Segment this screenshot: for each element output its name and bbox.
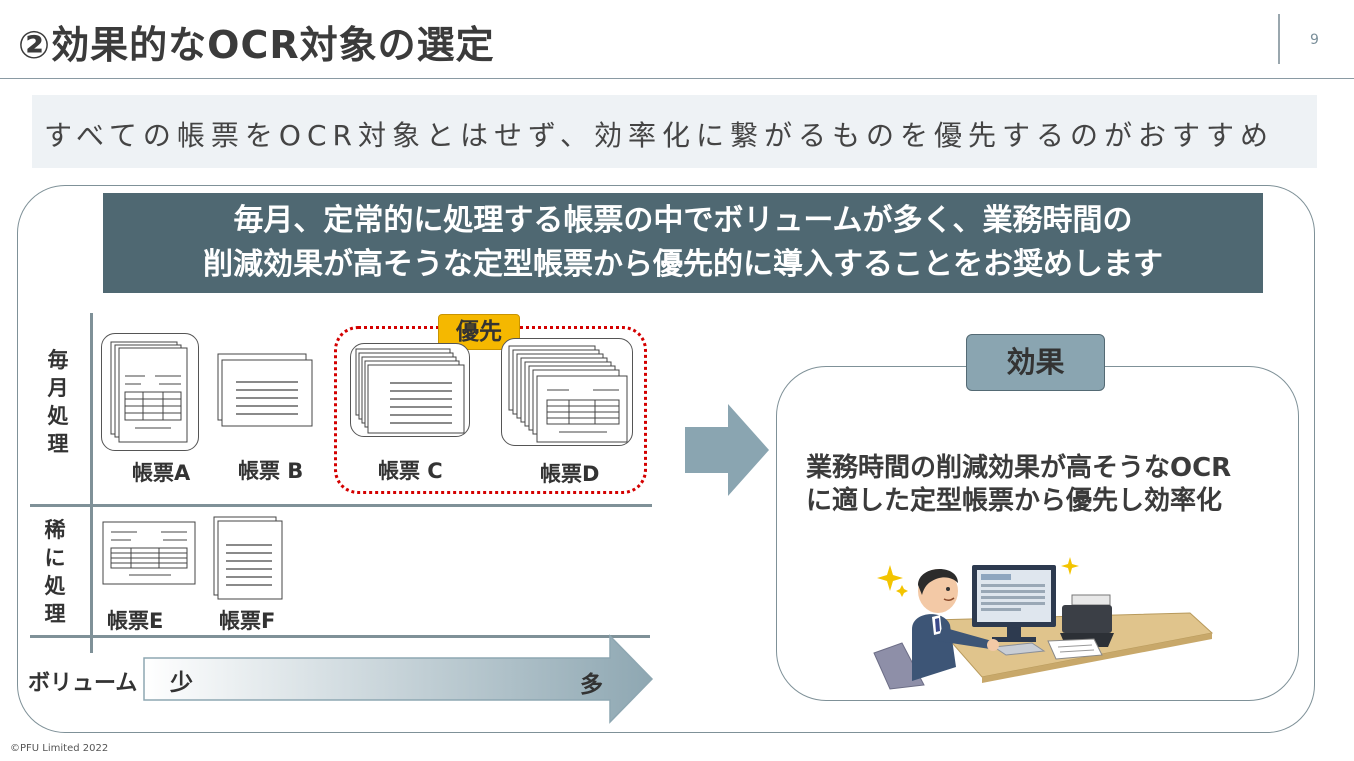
row-label-monthly-text: 毎月処理 [47,348,69,456]
volume-arrow [143,634,654,724]
page-title: ②効果的なOCR対象の選定 [18,23,495,67]
document-c-label: 帳票 C [378,459,443,483]
document-a-label: 帳票A [132,461,191,485]
effect-line-1: 業務時間の削減効果が高そうなOCR [806,453,1232,483]
headline-line-2: 削減効果が高そうな定型帳票から優先的に導入することをお奨めします [203,247,1163,282]
document-e-label: 帳票E [107,609,164,633]
copyright: ©PFU Limited 2022 [10,743,109,754]
row-label-monthly: 毎月処理 [46,346,70,458]
matrix-row-divider [30,504,652,507]
row-label-rare-text: 稀に処理 [44,518,66,626]
document-b-label: 帳票 B [238,459,304,483]
document-d-label: 帳票D [540,462,600,486]
document-c-icon [355,348,465,434]
document-f-icon [213,516,283,600]
effect-description: 業務時間の削減効果が高そうなOCR に適した定型帳票から優先し効率化 [806,452,1286,518]
headline-line-1: 毎月、定常的に処理する帳票の中でボリュームが多く、業務時間の [233,203,1133,238]
page-number-divider [1278,14,1280,64]
volume-label: ボリューム [28,671,138,696]
document-d-icon [508,345,628,443]
effect-tag: 効果 [966,334,1105,391]
title-divider [0,78,1354,79]
headline-box: 毎月、定常的に処理する帳票の中でボリュームが多く、業務時間の 削減効果が高そうな… [103,193,1263,293]
volume-low-label: 少 [170,670,193,696]
content-panel [17,185,1315,733]
summary-banner-text: すべての帳票をOCR対象とはせず、効率化に繋がるものを優先するのがおすすめ [44,119,1275,152]
effect-line-2: に適した定型帳票から優先し効率化 [806,486,1223,516]
document-a-icon [110,341,188,443]
office-worker-illustration [873,557,1214,690]
document-b-icon [217,353,313,427]
page-number: 9 [1310,32,1319,48]
document-f-label: 帳票F [219,609,276,633]
summary-banner [32,95,1317,168]
document-e-icon [102,521,196,585]
result-arrow-icon [685,404,769,496]
matrix-bottom-axis [30,635,650,638]
matrix-vertical-axis [90,313,93,653]
row-label-rare: 稀に処理 [43,516,67,628]
volume-high-label: 多 [580,672,603,698]
